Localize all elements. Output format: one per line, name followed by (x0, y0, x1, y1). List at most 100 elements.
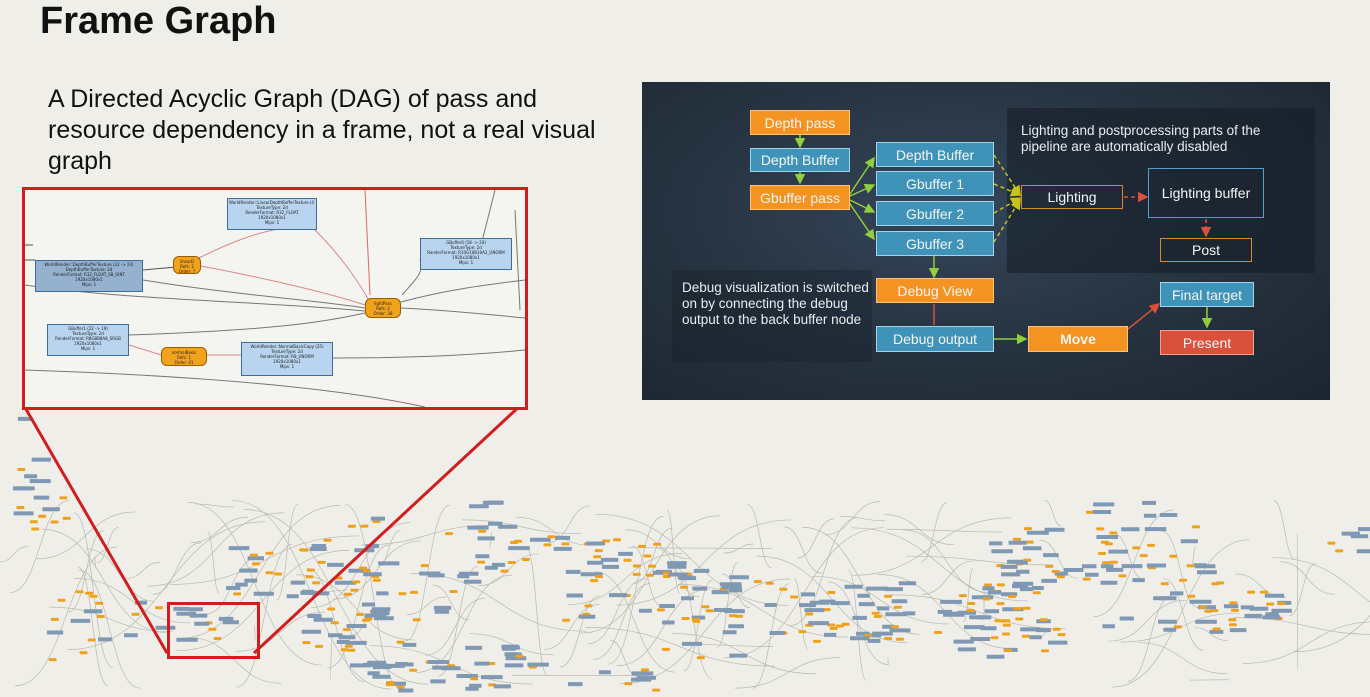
graph-edge (425, 597, 486, 656)
graph-pass-node (1186, 564, 1195, 568)
graph-pass-node (1013, 607, 1022, 611)
graph-pass-node (87, 638, 96, 642)
graph-edge (595, 513, 789, 606)
graph-resource-node (235, 582, 248, 587)
graph-resource-node (1223, 604, 1239, 609)
graph-resource-node (290, 580, 305, 585)
graph-resource-node (481, 675, 503, 680)
graph-resource-node (253, 591, 274, 596)
graph-pass-node (653, 542, 662, 546)
graph-resource-node (1180, 539, 1198, 544)
graph-resource-node (226, 586, 241, 590)
graph-resource-node (374, 663, 388, 668)
edge (25, 369, 426, 407)
graph-resource-node (346, 624, 367, 628)
graph-pass-node (515, 654, 524, 658)
graph-edge (747, 504, 772, 569)
graph-edge (254, 624, 256, 641)
graph-pass-node (420, 564, 429, 568)
graph-resource-node (1085, 572, 1099, 577)
graph-pass-node (507, 561, 516, 564)
graph-pass-node (1198, 605, 1207, 609)
graph-edge (717, 562, 738, 648)
graph-pass-node (372, 578, 381, 582)
graph-pass-node (352, 580, 361, 584)
graph-resource-node (1146, 563, 1166, 568)
graph-resource-node (24, 474, 38, 479)
node-gbuffer-pass: Gbuffer pass (750, 185, 850, 210)
graph-edge (906, 555, 1054, 566)
graph-edge (628, 547, 772, 549)
graph-pass-node (595, 575, 603, 579)
graph-resource-node (327, 562, 344, 567)
graph-resource-node (530, 537, 551, 542)
graph-edge (548, 505, 590, 543)
graph-pass-node (643, 554, 652, 558)
graph-resource-node (1271, 608, 1292, 613)
graph-pass-node (356, 612, 365, 616)
graph-resource-node (313, 617, 333, 622)
edge (128, 344, 162, 356)
graph-resource-node (1119, 616, 1134, 621)
graph-edge (416, 574, 512, 673)
graph-resource-node (1041, 578, 1057, 583)
graph-resource-node (434, 609, 450, 614)
graph-resource-node (667, 561, 687, 566)
graph-pass-node (890, 625, 899, 629)
edge (198, 227, 286, 259)
graph-pass-node (562, 618, 571, 622)
graph-pass-node (252, 562, 260, 566)
pass-line: Order: 38 (373, 311, 393, 316)
graph-pass-node (584, 604, 593, 608)
graph-resource-node (372, 674, 391, 679)
graph-pass-node (735, 614, 744, 618)
graph-edge (35, 511, 136, 560)
pass-line: normalBasic (171, 350, 197, 355)
graph-pass-node (893, 605, 902, 609)
graph-edge (152, 542, 202, 595)
graph-resource-node (372, 611, 390, 616)
graph-edge (734, 657, 841, 689)
graph-pass-node (1327, 541, 1336, 545)
graph-resource-node (844, 584, 863, 589)
graph-edge (963, 567, 974, 622)
edge-move-finaltarget (1127, 303, 1161, 330)
graph-edge (332, 540, 421, 600)
graph-edge (236, 611, 326, 652)
graph-resource-node (1100, 564, 1114, 569)
graph-resource-node (247, 556, 264, 561)
graph-pass-node (680, 585, 689, 589)
graph-pass-node (593, 555, 602, 559)
edge (364, 190, 371, 296)
graph-pass-node (347, 648, 356, 652)
graph-resource-node (587, 560, 604, 565)
graph-pass-node (31, 527, 40, 531)
graph-resource-node (885, 612, 907, 617)
graph-pass-node (79, 651, 88, 655)
graph-resource-node (527, 662, 549, 667)
graph-pass-node (131, 612, 140, 616)
graph-resource-node (609, 593, 628, 598)
graph-pass-node (966, 609, 975, 612)
graph-resource-node (578, 614, 596, 619)
graph-pass-node (233, 592, 242, 596)
graph-pass-node (798, 630, 807, 634)
graph-node-gbuffer1: GBuffer1 (22 -> 19) TextureType: 2d Rend… (47, 324, 129, 356)
edge (142, 279, 366, 309)
graph-resource-node (980, 626, 997, 631)
graph-pass-node (1100, 540, 1109, 544)
graph-pass-node (315, 644, 324, 648)
graph-edge (886, 528, 1003, 533)
graph-resource-node (1249, 606, 1269, 611)
graph-pass-node (29, 520, 38, 524)
graph-edge (1108, 599, 1186, 642)
graph-edge (1039, 539, 1078, 579)
graph-pass-node (1085, 510, 1094, 514)
graph-pass-node (641, 668, 649, 672)
graph-resource-node (1096, 535, 1119, 539)
graph-pass-node (445, 532, 453, 536)
graph-resource-node (1143, 513, 1157, 518)
graph-resource-node (336, 640, 350, 644)
graph-resource-node (668, 572, 688, 577)
graph-pass-node (1045, 564, 1054, 568)
